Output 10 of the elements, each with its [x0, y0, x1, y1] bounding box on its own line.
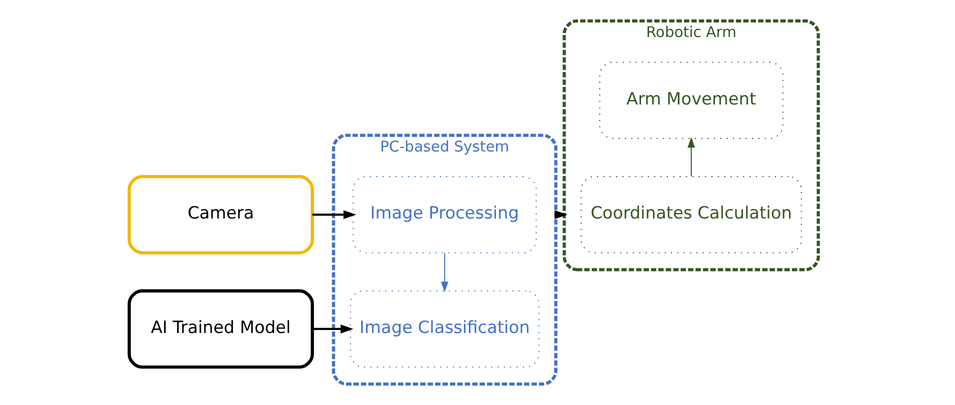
- node-box: Coordinates Calculation: [580, 176, 802, 254]
- node-box: Image Classification: [349, 290, 539, 368]
- arrow: [440, 252, 448, 292]
- arrow: [312, 324, 353, 334]
- node-box: Camera: [127, 174, 314, 254]
- arrow: [687, 137, 694, 176]
- node-box: Arm Movement: [598, 62, 783, 139]
- node-box: AI Trained Model: [127, 289, 314, 369]
- node-box: Image Processing: [352, 176, 536, 254]
- arrow: [312, 210, 356, 220]
